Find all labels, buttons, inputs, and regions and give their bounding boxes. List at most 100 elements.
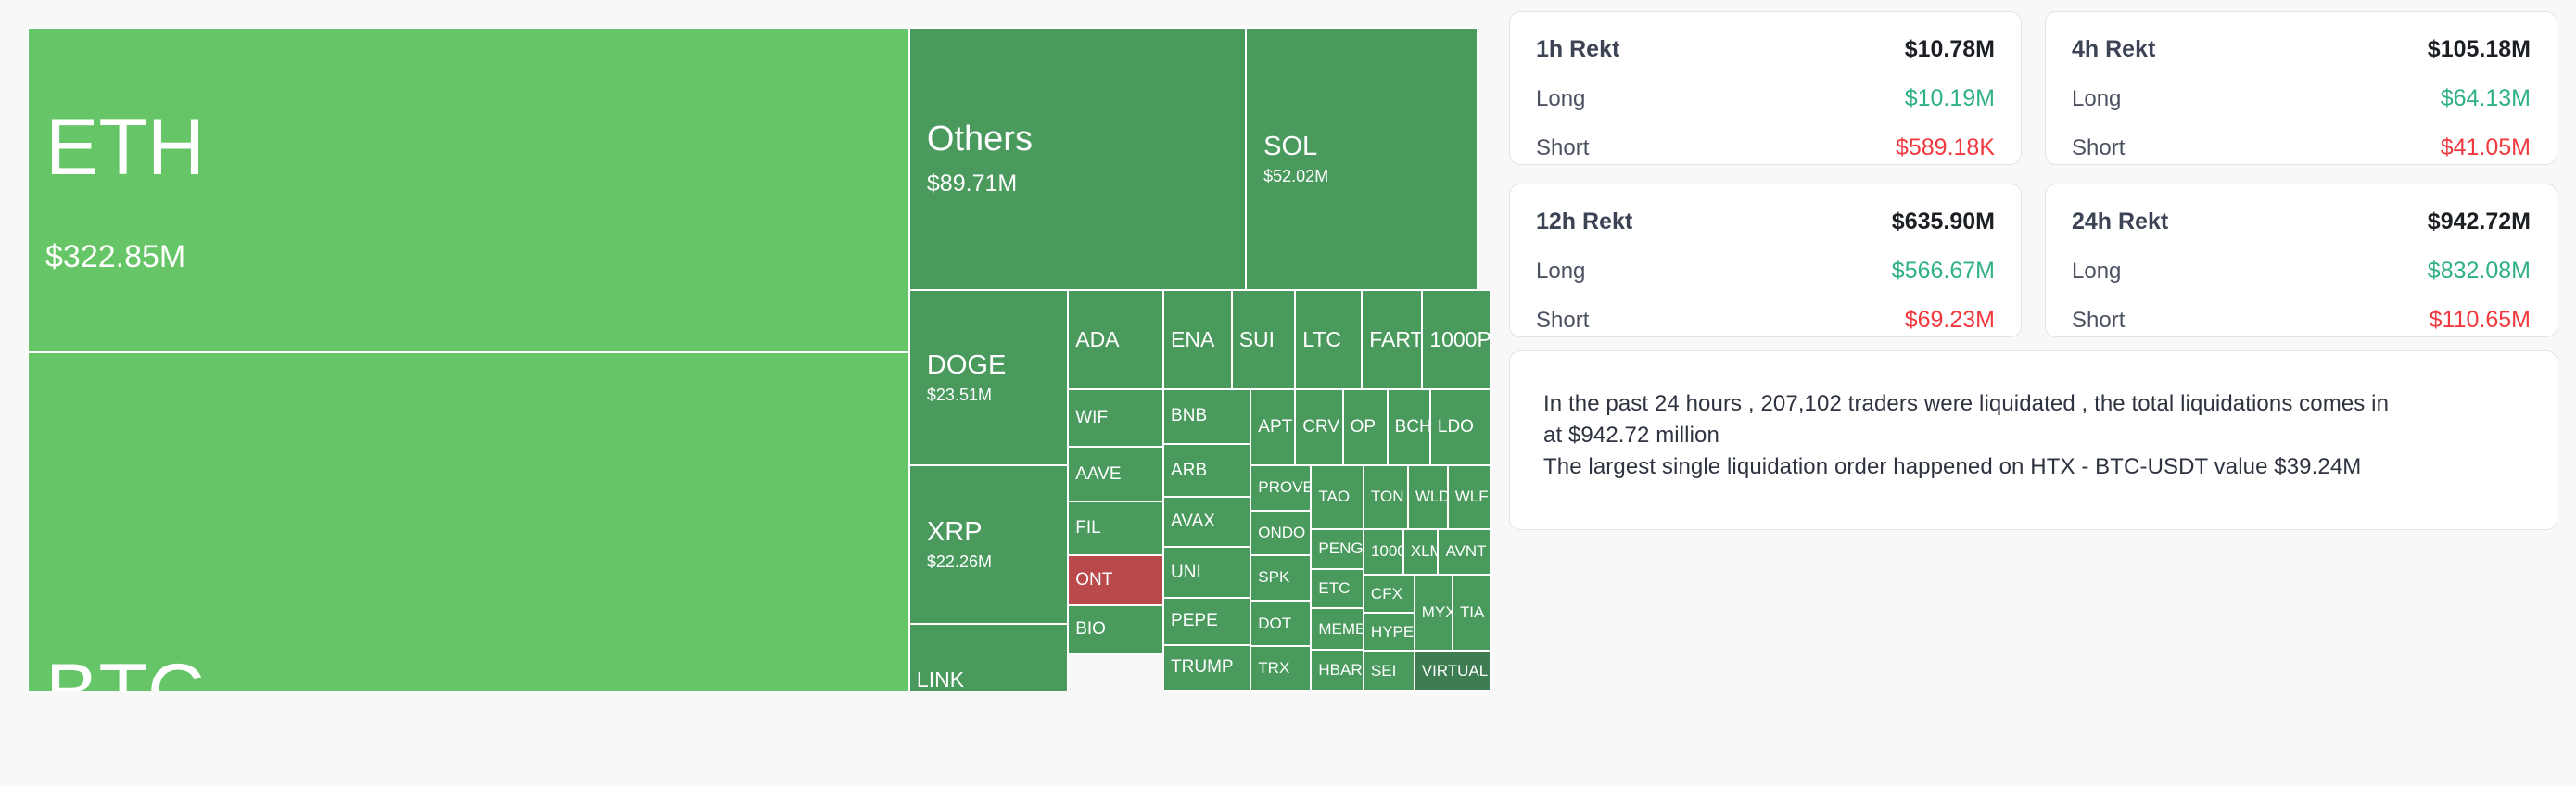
treemap-tile-symbol: BNB [1171,406,1208,426]
stats-panel: 1h Rekt $10.78M Long $10.19M Short $589.… [1509,11,2557,775]
stat-short-label: Short [1536,135,1590,160]
stat-long-label: Long [1536,86,1586,111]
treemap-tile[interactable]: XLM [1402,528,1439,576]
stat-card-total: $635.90M [1891,209,1995,235]
treemap-tile[interactable]: ETH$322.85M [28,28,909,353]
treemap-tile[interactable]: VIRTUAL [1414,651,1491,691]
treemap-tile[interactable]: BIO [1068,604,1164,654]
treemap-tile-symbol: BCH [1394,416,1430,437]
treemap-tile[interactable]: WLFI [1447,464,1491,529]
treemap-tile-symbol: MEME [1318,619,1364,638]
stat-long-value: $832.08M [2427,258,2531,284]
treemap-tile[interactable]: FARTCOIN [1362,289,1423,389]
treemap-tile-symbol: LDO [1437,416,1474,437]
stat-long-row: Long $566.67M [1536,258,1995,285]
treemap-tile-symbol: 1000BONK [1370,542,1403,561]
stat-long-label: Long [1536,259,1586,284]
stat-total-row: 24h Rekt $942.72M [2072,209,2531,235]
treemap-tile-symbol: CRV [1302,416,1340,437]
treemap-tile-symbol: HYPE [1370,622,1415,640]
treemap-tile[interactable]: TRX [1250,646,1312,691]
treemap-tile[interactable]: AVNT [1438,528,1491,576]
treemap-tile[interactable]: OP [1342,388,1388,465]
treemap-tile-symbol: ONDO [1258,523,1306,541]
treemap-tile[interactable]: BCH [1387,388,1430,465]
summary-line-1: In the past 24 hours , 207,102 traders w… [1543,391,2390,416]
treemap-tile-symbol: XLM [1410,542,1438,561]
treemap-tile[interactable]: MEME [1311,608,1364,650]
treemap-tile[interactable]: AVAX [1163,497,1251,548]
treemap-tile[interactable]: TIA [1452,575,1491,652]
treemap-tile[interactable]: PENGU [1311,528,1364,569]
treemap-tile[interactable]: AAVE [1068,447,1164,502]
stat-long-value: $10.19M [1904,85,1995,111]
stat-short-value: $589.18K [1895,134,1995,160]
treemap-tile[interactable]: TRUMP [1163,644,1251,691]
stat-card-4h[interactable]: 4h Rekt $105.18M Long $64.13M Short $41.… [2045,11,2557,165]
treemap-tile-value: $23.51M [926,385,992,404]
treemap-tile-symbol: ADA [1075,327,1120,352]
stat-long-row: Long $64.13M [2072,85,2531,112]
treemap-tile-symbol: TAO [1318,488,1351,506]
treemap-tile-symbol: PROVE [1258,478,1312,497]
treemap-tile[interactable]: SPK [1250,554,1312,601]
treemap-tile[interactable]: SUI [1231,289,1296,389]
treemap-tile[interactable]: DOT [1250,601,1312,647]
treemap-tile[interactable]: WLD [1407,464,1448,529]
treemap-tile-symbol: PEPE [1171,611,1218,631]
treemap-tile[interactable]: SEI [1363,651,1415,691]
treemap-tile[interactable]: ONDO [1250,511,1312,555]
treemap-tile[interactable]: XRP$22.26M [908,464,1069,624]
summary-line-3: The largest single liquidation order hap… [1543,454,2362,480]
treemap-tile[interactable]: ONT [1068,554,1164,605]
treemap-tile[interactable]: BNB [1163,388,1251,444]
treemap-tile[interactable]: LTC [1295,289,1363,389]
treemap-tile[interactable]: DOGE$23.51M [908,289,1069,465]
treemap-tile[interactable]: MYX [1414,575,1453,652]
treemap-tile-symbol: SEI [1370,661,1397,679]
treemap-tile[interactable]: FIL [1068,501,1164,555]
treemap-tile-symbol: TRUMP [1171,657,1234,678]
treemap-tile[interactable]: TAO [1311,464,1364,529]
treemap-tile-symbol: TIA [1459,603,1485,622]
stat-card-12h[interactable]: 12h Rekt $635.90M Long $566.67M Short $6… [1509,184,2022,337]
treemap-tile[interactable]: LINK [908,623,1069,691]
treemap-tile[interactable]: 1000PEPE [1422,289,1491,389]
treemap-tile[interactable]: ETC [1311,568,1364,609]
treemap-tile-symbol: UNI [1171,562,1201,582]
treemap-tile[interactable]: HYPE [1363,613,1415,652]
treemap-tile[interactable]: UNI [1163,547,1251,598]
treemap-tile[interactable]: PEPE [1163,597,1251,645]
treemap-tile[interactable]: CFX [1363,575,1415,614]
treemap-tile[interactable]: PROVE [1250,464,1312,512]
stat-short-value: $110.65M [2429,307,2531,333]
treemap-tile[interactable]: CRV [1295,388,1343,465]
stat-short-row: Short $589.18K [1536,134,1995,161]
treemap-tile-symbol: AAVE [1075,463,1122,484]
treemap-tile[interactable]: BTC$264.73M [28,352,909,691]
treemap-tile[interactable]: LDO [1429,388,1491,465]
stat-card-1h[interactable]: 1h Rekt $10.78M Long $10.19M Short $589.… [1509,11,2022,165]
treemap-tile[interactable]: WIF [1068,388,1164,447]
stat-long-value: $566.67M [1891,258,1995,284]
treemap-tile[interactable]: HBAR [1311,649,1364,691]
stat-card-total: $942.72M [2427,209,2531,235]
treemap-tile-symbol: WLD [1415,488,1448,506]
treemap-tile[interactable]: SOL$52.02M [1246,28,1478,290]
treemap-tile[interactable]: Others$89.71M [908,28,1247,290]
treemap-tile[interactable]: APT [1250,388,1296,465]
stat-total-row: 4h Rekt $105.18M [2072,36,2531,63]
treemap-tile[interactable]: 1000BONK [1363,528,1403,576]
treemap-tile[interactable]: ADA [1068,289,1164,389]
treemap-tile[interactable]: ARB [1163,443,1251,498]
treemap-tile-value: $322.85M [45,239,186,275]
treemap-tile[interactable]: TON [1363,464,1408,529]
stat-card-24h[interactable]: 24h Rekt $942.72M Long $832.08M Short $1… [2045,184,2557,337]
treemap-tile-symbol: SOL [1263,131,1318,161]
summary-card: In the past 24 hours , 207,102 traders w… [1509,350,2557,530]
stat-short-label: Short [2072,308,2126,333]
stat-short-label: Short [2072,135,2126,160]
treemap-tile-symbol: ONT [1075,569,1113,590]
liquidation-treemap[interactable]: ETH$322.85MBTC$264.73M Others$89.71MSOL$5… [28,28,1491,691]
treemap-tile[interactable]: ENA [1163,289,1232,389]
